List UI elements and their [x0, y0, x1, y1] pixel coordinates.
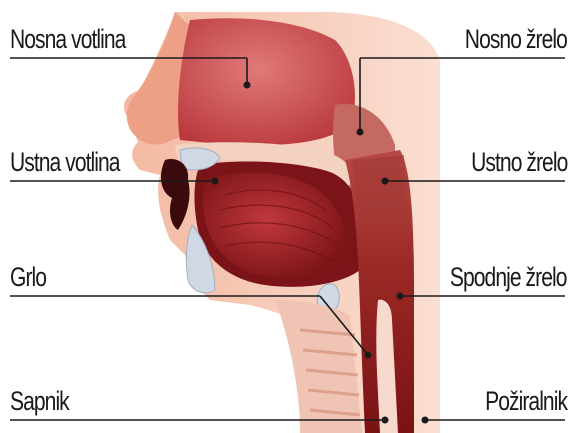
label-poziralnik: Požiralnik — [485, 386, 567, 416]
label-nosna-votlina: Nosna votlina — [10, 24, 125, 54]
oropharynx-band — [352, 155, 406, 220]
label-ustno-zrelo: Ustno žrelo — [471, 147, 567, 177]
label-sapnik: Sapnik — [10, 386, 69, 416]
label-ustna-votlina: Ustna votlina — [10, 147, 120, 177]
label-nosno-zrelo: Nosno žrelo — [465, 24, 567, 54]
nasal-cavity-shape — [178, 18, 355, 145]
label-grlo: Grlo — [10, 262, 46, 292]
label-spodnje-zrelo: Spodnje žrelo — [450, 262, 567, 292]
